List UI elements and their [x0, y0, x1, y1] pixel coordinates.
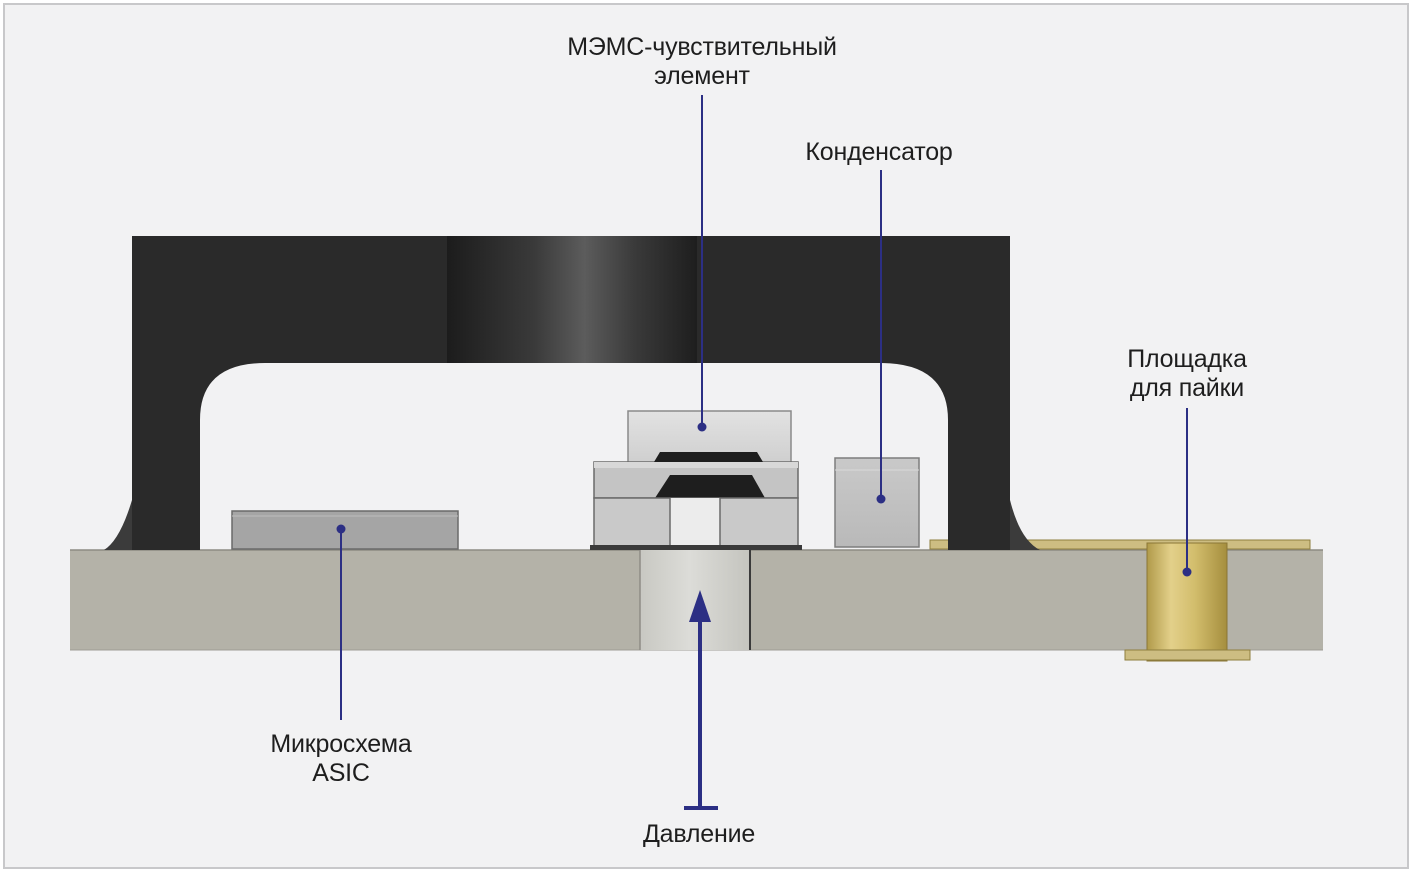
- pressure-label: Давление: [643, 820, 755, 849]
- asic-label: Микросхема ASIC: [270, 730, 411, 788]
- asic-label-line1: Микросхема: [270, 730, 412, 758]
- capacitor-label: Конденсатор: [805, 138, 952, 167]
- solder-pad-label-line1: Площадка: [1127, 345, 1247, 373]
- pressure-port: [640, 550, 750, 650]
- lid-highlight: [447, 236, 697, 363]
- pressure-label-text: Давление: [642, 820, 756, 848]
- solder-pad-bottom: [1124, 649, 1251, 661]
- mems-label-line1: МЭМС-чувствительный: [567, 33, 837, 61]
- asic-label-line2: ASIC: [312, 759, 370, 787]
- solder-pad-plate: [929, 539, 1311, 550]
- mems-label: МЭМС-чувствительный элемент: [567, 33, 837, 91]
- pressure-arrow: [684, 590, 718, 810]
- solder-pad-label: Площадка для пайки: [1127, 345, 1247, 403]
- solder-pad-label-line2: для пайки: [1129, 374, 1245, 402]
- mems-label-line2: элемент: [654, 62, 750, 90]
- capacitor-label-text: Конденсатор: [805, 138, 953, 166]
- capacitor: [834, 457, 920, 548]
- metal-lid: [132, 236, 1010, 550]
- mems-membrane: [654, 452, 763, 462]
- mems-cavity: [655, 475, 765, 498]
